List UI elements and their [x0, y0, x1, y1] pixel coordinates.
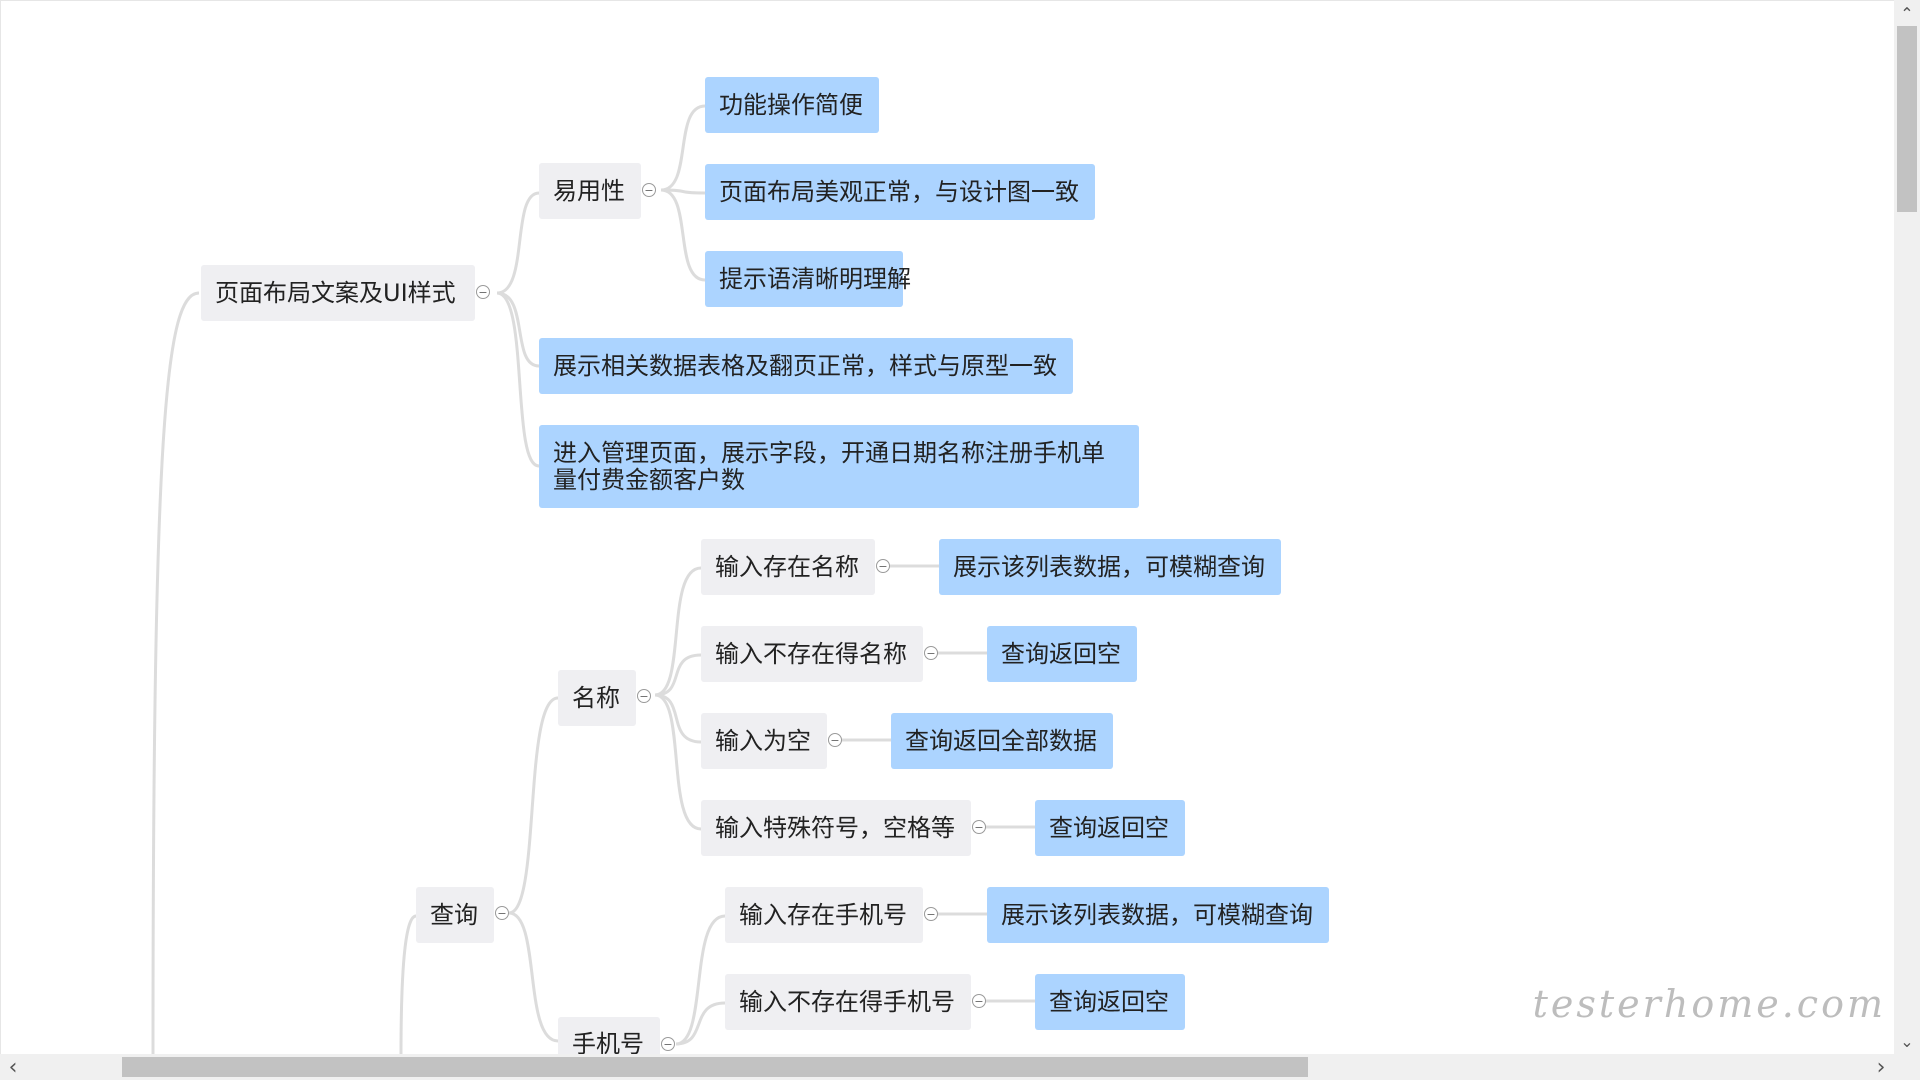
- node-name-not-exist-result[interactable]: 查询返回空: [987, 626, 1137, 682]
- watermark: testerhome.com: [1532, 982, 1886, 1026]
- node-prompt-clear[interactable]: 提示语清晰明理解: [705, 251, 911, 307]
- node-phone-exist[interactable]: 输入存在手机号: [725, 887, 923, 943]
- node-layout-ui[interactable]: 页面布局文案及UI样式: [201, 265, 475, 321]
- node-label: 输入存在手机号: [739, 900, 907, 929]
- node-label: 输入特殊符号，空格等: [715, 813, 955, 842]
- node-label: 输入不存在得名称: [715, 639, 907, 668]
- node-label: 手机号: [572, 1030, 644, 1055]
- node-phone-not-exist-result[interactable]: 查询返回空: [1035, 974, 1185, 1030]
- node-label: 展示该列表数据，可模糊查询: [953, 552, 1265, 581]
- node-label: 查询返回全部数据: [905, 726, 1097, 755]
- node-name-special[interactable]: 输入特殊符号，空格等: [701, 800, 971, 856]
- node-layout-consistent[interactable]: 页面布局美观正常，与设计图一致: [705, 164, 1095, 220]
- collapse-icon[interactable]: −: [476, 285, 490, 299]
- node-label: 页面布局美观正常，与设计图一致: [719, 177, 1079, 206]
- node-label: 展示相关数据表格及翻页正常，样式与原型一致: [553, 351, 1057, 380]
- scroll-right-icon[interactable]: ›: [1876, 1054, 1886, 1080]
- node-usability[interactable]: 易用性: [539, 163, 641, 219]
- collapse-icon[interactable]: −: [642, 183, 656, 197]
- collapse-icon[interactable]: −: [972, 820, 986, 834]
- node-label: 进入管理页面，展示字段，开通日期名称注册手机单量付费金额客户数: [553, 438, 1105, 494]
- node-label: 易用性: [553, 176, 625, 205]
- collapse-icon[interactable]: −: [924, 646, 938, 660]
- node-operation-simple[interactable]: 功能操作简便: [705, 77, 879, 133]
- node-table-paging[interactable]: 展示相关数据表格及翻页正常，样式与原型一致: [539, 338, 1073, 394]
- scroll-down-icon[interactable]: ⌄: [1900, 1031, 1914, 1051]
- vertical-scrollbar[interactable]: ⌃ ⌄: [1894, 0, 1920, 1054]
- collapse-icon[interactable]: −: [661, 1037, 675, 1051]
- node-name-empty-result[interactable]: 查询返回全部数据: [891, 713, 1113, 769]
- mindmap-canvas[interactable]: 页面布局文案及UI样式 − 易用性 − 展示相关数据表格及翻页正常，样式与原型一…: [0, 0, 1894, 1054]
- node-name[interactable]: 名称: [558, 670, 636, 726]
- node-label: 查询: [430, 900, 478, 929]
- node-phone-exist-result[interactable]: 展示该列表数据，可模糊查询: [987, 887, 1329, 943]
- node-label: 查询返回空: [1049, 813, 1169, 842]
- node-name-not-exist[interactable]: 输入不存在得名称: [701, 626, 923, 682]
- vertical-scroll-thumb[interactable]: [1897, 26, 1917, 212]
- scroll-left-icon[interactable]: ‹: [8, 1054, 18, 1080]
- node-name-empty[interactable]: 输入为空: [701, 713, 827, 769]
- connector-lines: [151, 104, 1035, 1054]
- node-query[interactable]: 查询: [416, 887, 494, 943]
- node-phone-not-exist[interactable]: 输入不存在得手机号: [725, 974, 971, 1030]
- collapse-icon[interactable]: −: [828, 733, 842, 747]
- node-label: 输入不存在得手机号: [739, 987, 955, 1016]
- node-label: 展示该列表数据，可模糊查询: [1001, 900, 1313, 929]
- node-name-special-result[interactable]: 查询返回空: [1035, 800, 1185, 856]
- node-name-exist[interactable]: 输入存在名称: [701, 539, 875, 595]
- scrollbar-corner: [1894, 1054, 1920, 1080]
- collapse-icon[interactable]: −: [972, 994, 986, 1008]
- horizontal-scroll-thumb[interactable]: [122, 1057, 1308, 1077]
- collapse-icon[interactable]: −: [637, 689, 651, 703]
- node-phone[interactable]: 手机号: [558, 1017, 660, 1054]
- node-label: 功能操作简便: [719, 90, 863, 119]
- node-name-exist-result[interactable]: 展示该列表数据，可模糊查询: [939, 539, 1281, 595]
- node-manage-fields[interactable]: 进入管理页面，展示字段，开通日期名称注册手机单量付费金额客户数: [539, 425, 1139, 508]
- node-label: 输入为空: [715, 726, 811, 755]
- scroll-up-icon[interactable]: ⌃: [1900, 3, 1914, 23]
- node-label: 页面布局文案及UI样式: [215, 278, 456, 307]
- horizontal-scrollbar[interactable]: ‹ ›: [0, 1054, 1894, 1080]
- node-label: 查询返回空: [1001, 639, 1121, 668]
- collapse-icon[interactable]: −: [876, 559, 890, 573]
- node-label: 提示语清晰明理解: [719, 264, 911, 293]
- node-label: 名称: [572, 683, 620, 712]
- collapse-icon[interactable]: −: [924, 907, 938, 921]
- node-label: 输入存在名称: [715, 552, 859, 581]
- node-label: 查询返回空: [1049, 987, 1169, 1016]
- collapse-icon[interactable]: −: [495, 906, 509, 920]
